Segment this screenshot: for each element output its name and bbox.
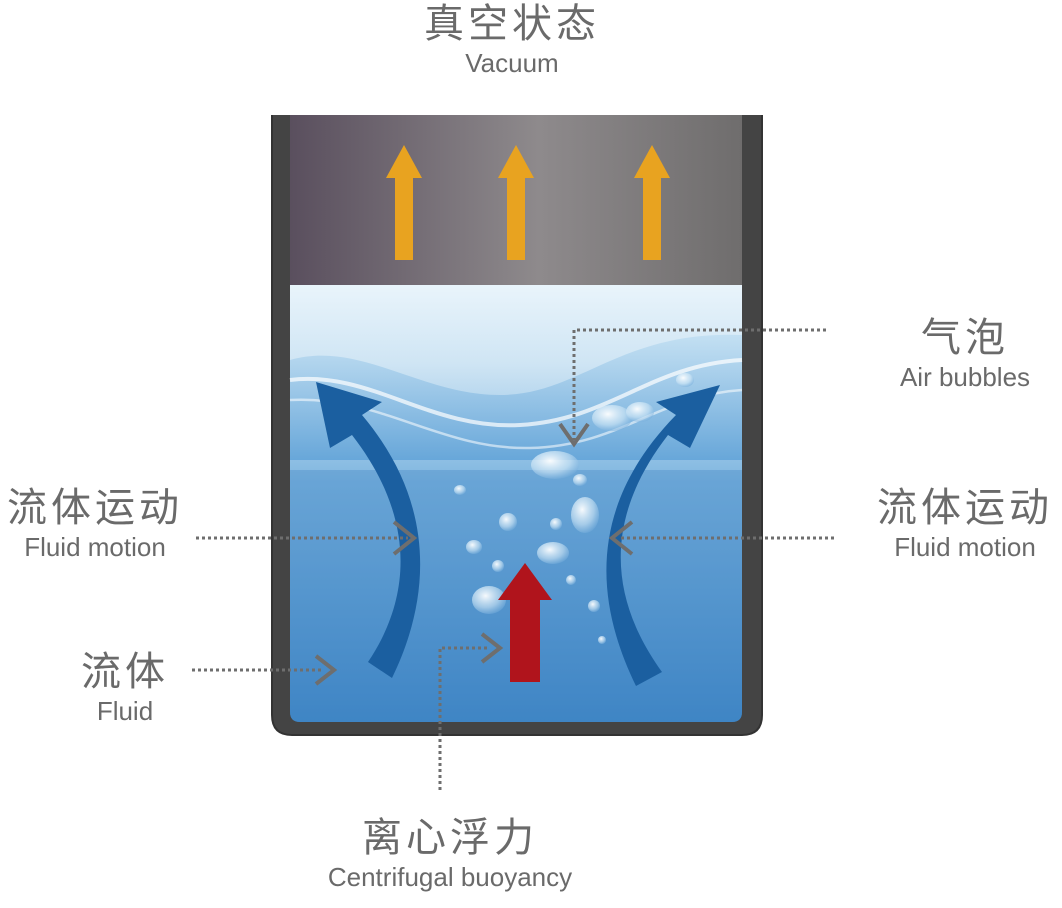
- label-fluid-motion-left: 流体运动 Fluid motion: [0, 488, 190, 560]
- pointer-chevrons: [314, 422, 634, 686]
- pointer-lines: [192, 328, 834, 790]
- label-fluid-motion-left-en: Fluid motion: [24, 532, 166, 562]
- label-fluid-motion-right: 流体运动 Fluid motion: [870, 488, 1060, 560]
- label-air-bubbles: 气泡 Air bubbles: [880, 318, 1050, 390]
- vacuum-arrow-1: [386, 145, 422, 260]
- label-centrifugal-buoyancy-en: Centrifugal buoyancy: [327, 862, 573, 892]
- label-fluid-motion-left-zh: 流体运动: [7, 485, 183, 531]
- label-fluid-en: Fluid: [96, 696, 154, 726]
- vacuum-arrow-3: [634, 145, 670, 260]
- label-centrifugal-buoyancy: 离心浮力 Centrifugal buoyancy: [310, 818, 590, 890]
- pointer-air-bubbles: [572, 328, 826, 440]
- vacuum-arrow-2: [498, 145, 534, 260]
- fluid-motion-arrows: [316, 382, 720, 686]
- vacuum-arrows: [386, 145, 670, 260]
- label-air-bubbles-zh: 气泡: [921, 315, 1009, 361]
- label-fluid-motion-right-en: Fluid motion: [894, 532, 1036, 562]
- air-bubbles: [454, 373, 694, 645]
- label-fluid-motion-right-zh: 流体运动: [877, 485, 1053, 531]
- label-fluid-zh: 流体: [81, 649, 169, 695]
- buoyancy-arrow: [498, 563, 552, 682]
- label-air-bubbles-en: Air bubbles: [899, 362, 1031, 392]
- pointer-buoyancy: [438, 646, 490, 790]
- wave-layer: [290, 334, 742, 460]
- label-fluid: 流体 Fluid: [70, 652, 180, 724]
- label-vacuum-en: Vacuum: [465, 48, 559, 78]
- flow-arrow-left: [316, 382, 421, 678]
- label-centrifugal-buoyancy-zh: 离心浮力: [362, 815, 538, 861]
- label-vacuum-zh: 真空状态: [424, 1, 600, 47]
- label-vacuum: 真空状态 Vacuum: [412, 4, 612, 76]
